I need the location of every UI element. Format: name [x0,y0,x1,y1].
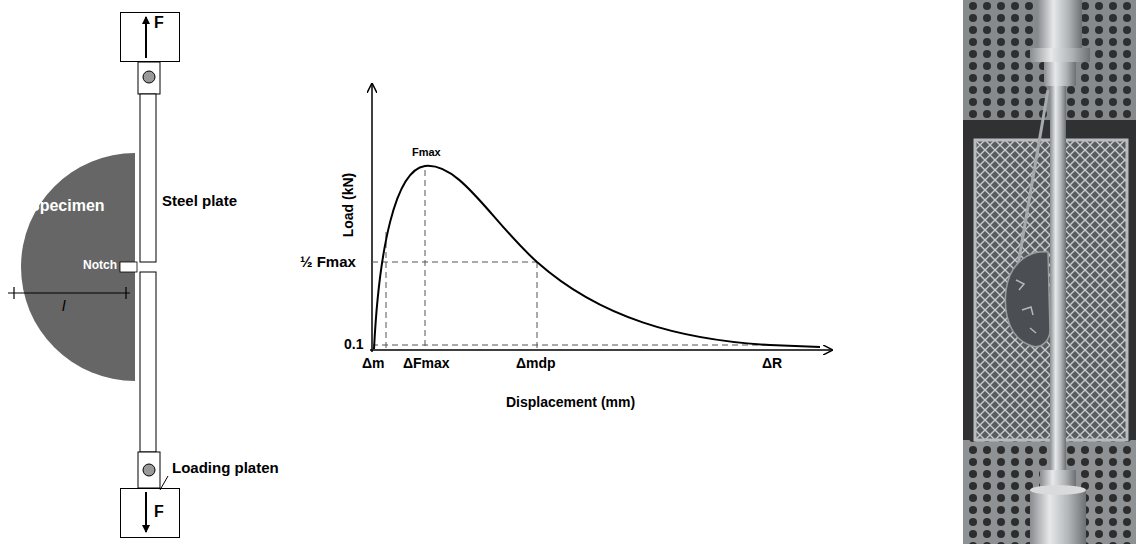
test-fixture [138,17,168,532]
axis-title: Displacement (mm) [506,394,635,410]
tick-label: Δm [362,355,385,371]
dimension-label: l [62,297,65,314]
force-label: F [154,14,164,32]
test-photo [963,0,1136,544]
specimen-label: Specimen [29,197,105,215]
load-displacement-chart [370,84,832,352]
force-label: F [154,503,164,521]
point-label: Fmax [412,146,441,159]
axis-title: Load (kN) [340,173,356,238]
part-name: Steel plate [162,192,237,209]
specimen-outline [20,153,135,381]
part-name: Loading platen [172,459,279,476]
tick-label: ½ Fmax [300,253,356,270]
tick-label: ΔFmax [403,355,450,371]
specimen-shape: Specimen [20,153,135,381]
tick-label: ΔR [762,355,782,371]
loading-platen-box: F [120,488,180,538]
tick-label: 0.1 [344,336,363,352]
loading-platen-box: F [120,12,180,62]
part-name: Notch [83,259,117,273]
tick-label: Δmdp [516,355,556,371]
